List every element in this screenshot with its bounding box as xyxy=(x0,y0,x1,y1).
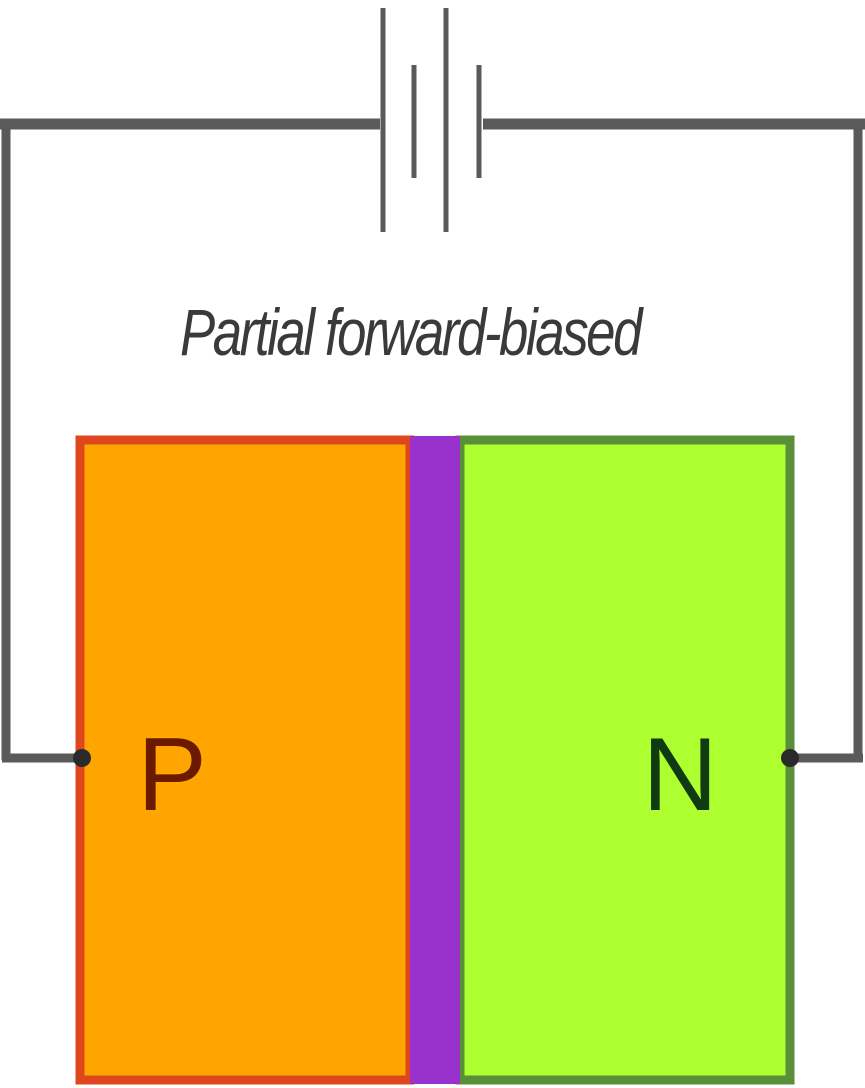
p-terminal-dot xyxy=(73,749,91,767)
battery-icon xyxy=(380,8,482,232)
p-region-label: P xyxy=(137,717,206,833)
n-terminal-dot xyxy=(781,749,799,767)
n-region-label: N xyxy=(642,717,717,833)
depletion-region xyxy=(410,436,460,1084)
n-region xyxy=(455,435,795,1085)
p-region xyxy=(75,435,415,1085)
circuit-wires xyxy=(0,118,865,763)
diagram-caption: Partial forward-biased xyxy=(180,295,644,369)
